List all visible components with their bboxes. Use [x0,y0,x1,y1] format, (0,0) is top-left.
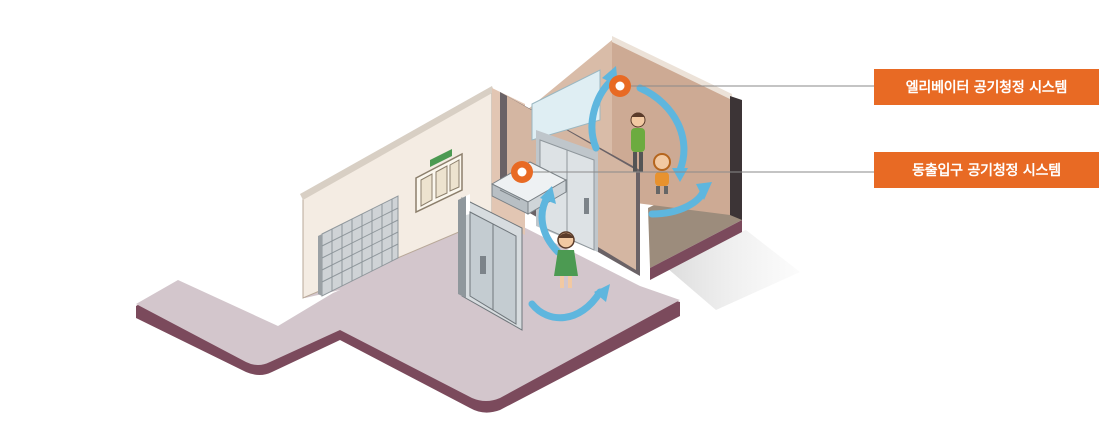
floor-slab [136,205,680,401]
front-elevator [458,194,523,331]
back-room-wall-edge [612,36,732,100]
leader-lines [531,85,874,173]
person-man [630,112,646,172]
callout-elevator-air-purification: 엘리베이터 공기청정 시스템 [874,69,1099,105]
person-child-front [554,231,578,288]
rear-floor-edge [650,220,742,280]
airflow-arrow-icon [636,84,688,174]
left-wall-top [300,86,494,200]
mailbox-panel [318,195,399,297]
callout-entrance-air-purification: 동출입구 공기청정 시스템 [874,152,1099,188]
back-room-wall-side [730,96,742,220]
person-child-back [653,153,671,194]
rear-elevator [536,130,598,252]
airflow-arrow-icon [588,78,614,152]
notice-board [415,152,463,214]
airflow-arrow-icon [528,288,604,322]
location-marker-icon [511,161,533,183]
exit-sign [430,149,452,167]
airflow-arrow-icon [538,192,562,256]
location-marker-icon [609,75,631,97]
back-room-glass [531,69,601,141]
